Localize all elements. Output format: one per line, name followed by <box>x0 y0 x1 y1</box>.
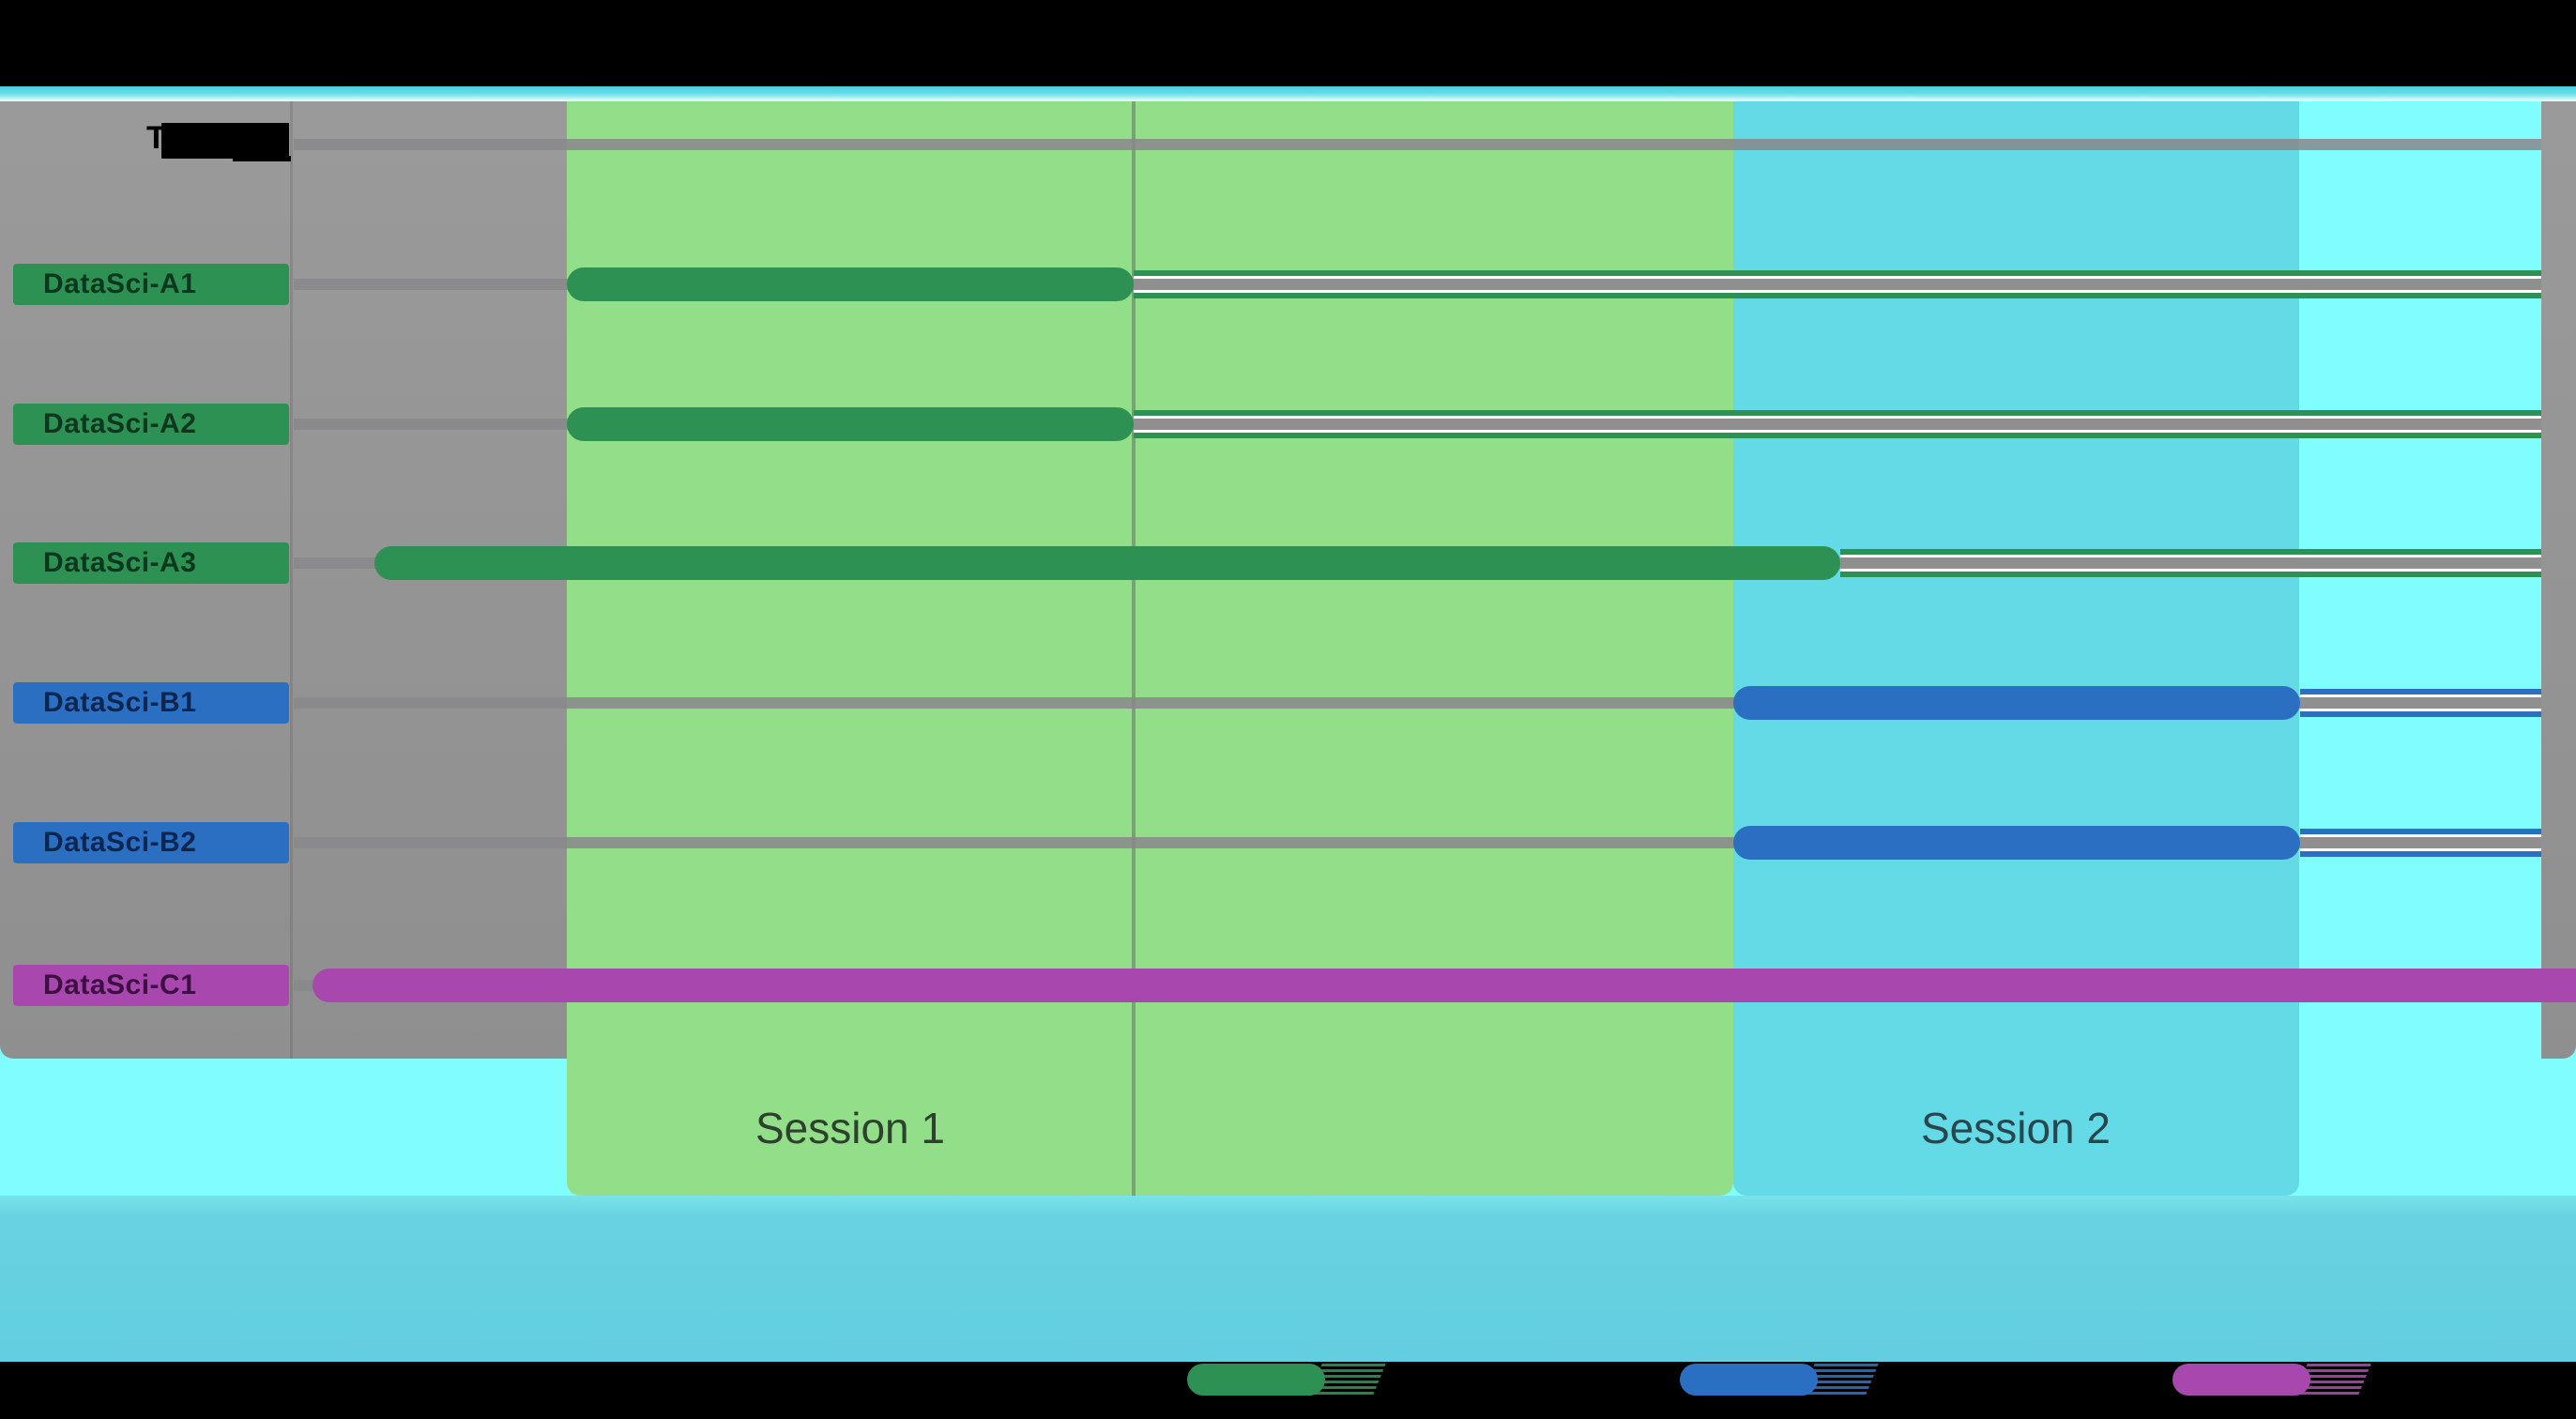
black-redaction-underline <box>233 156 291 161</box>
task-bar-datasci-c1 <box>312 969 2576 1002</box>
task-row-label: DataSci-C1 <box>13 965 289 1006</box>
task-bar-extension <box>2300 829 2541 857</box>
black-redaction-box <box>161 123 289 159</box>
task-bar-extension <box>2300 689 2541 717</box>
task-row-label: DataSci-B2 <box>13 822 289 863</box>
future-session-band <box>2299 101 2541 1196</box>
task-row-label: DataSci-A2 <box>13 404 289 445</box>
task-bar-datasci-b1 <box>1733 686 2300 720</box>
legend-swatch-tail <box>2294 1364 2371 1396</box>
top-letterbox <box>0 0 2576 86</box>
footer-band <box>0 1196 2576 1362</box>
task-bar-extension <box>1134 270 2541 298</box>
task-bar-datasci-b2 <box>1733 826 2300 860</box>
legend-swatch-tail <box>1309 1364 1386 1396</box>
session1-label: Session 1 <box>755 1104 946 1152</box>
task-row-label: DataSci-A3 <box>13 542 289 584</box>
task-bar-extension <box>1134 410 2541 438</box>
legend-swatch <box>1187 1364 1325 1396</box>
task-row-label: DataSci-B1 <box>13 682 289 724</box>
task-bar-extension <box>1840 549 2541 577</box>
legend-swatch-tail <box>1802 1364 1879 1396</box>
task-bar-datasci-a3 <box>374 546 1840 580</box>
session1-band <box>567 101 1733 1196</box>
row-gridline <box>294 139 2541 150</box>
legend-swatch <box>2172 1364 2310 1396</box>
session1-midpoint-gridline <box>1132 101 1136 1196</box>
task-bar-datasci-a2 <box>567 407 1134 441</box>
task-bar-datasci-a1 <box>567 267 1134 301</box>
task-column-divider <box>290 101 293 1059</box>
session2-band <box>1733 101 2299 1196</box>
task-row-label: DataSci-A1 <box>13 264 289 305</box>
legend-swatch <box>1680 1364 1818 1396</box>
session2-label: Session 2 <box>1920 1104 2111 1152</box>
top-cyan-strip <box>0 86 2576 101</box>
